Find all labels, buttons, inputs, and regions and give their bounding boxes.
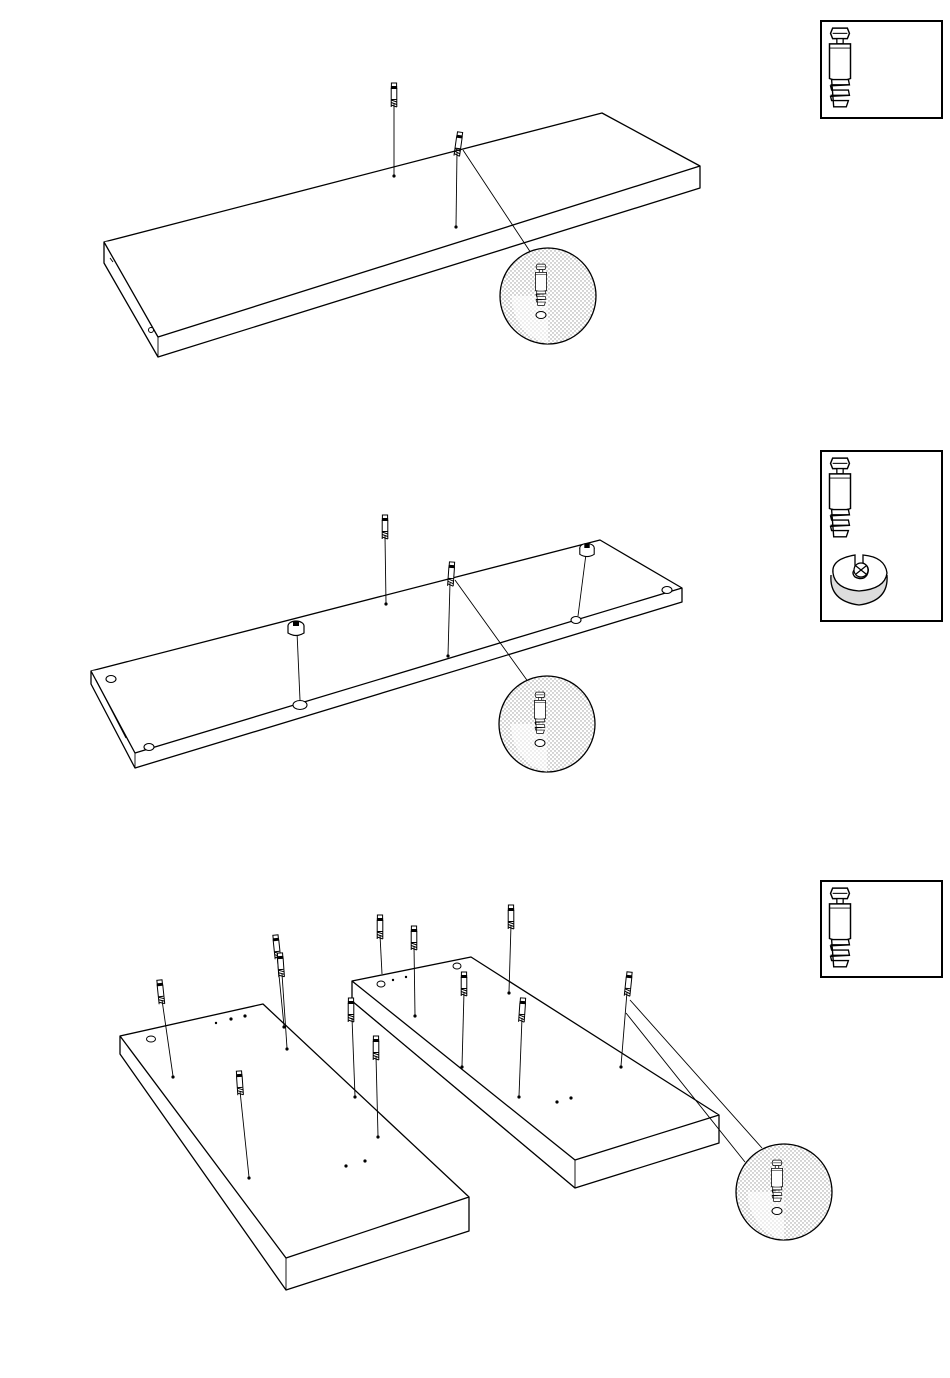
dowel-insert (382, 515, 388, 606)
step-3 (120, 905, 832, 1290)
step-2 (91, 515, 682, 772)
dowel-insert (377, 915, 383, 974)
hardware-legend-box (821, 881, 942, 977)
dowel-insert (391, 83, 397, 178)
long-board (104, 113, 700, 357)
step-1 (104, 83, 700, 357)
dowel-insert (348, 998, 357, 1099)
hardware-legend-box (821, 451, 942, 621)
hardware-legend-box (821, 21, 942, 118)
